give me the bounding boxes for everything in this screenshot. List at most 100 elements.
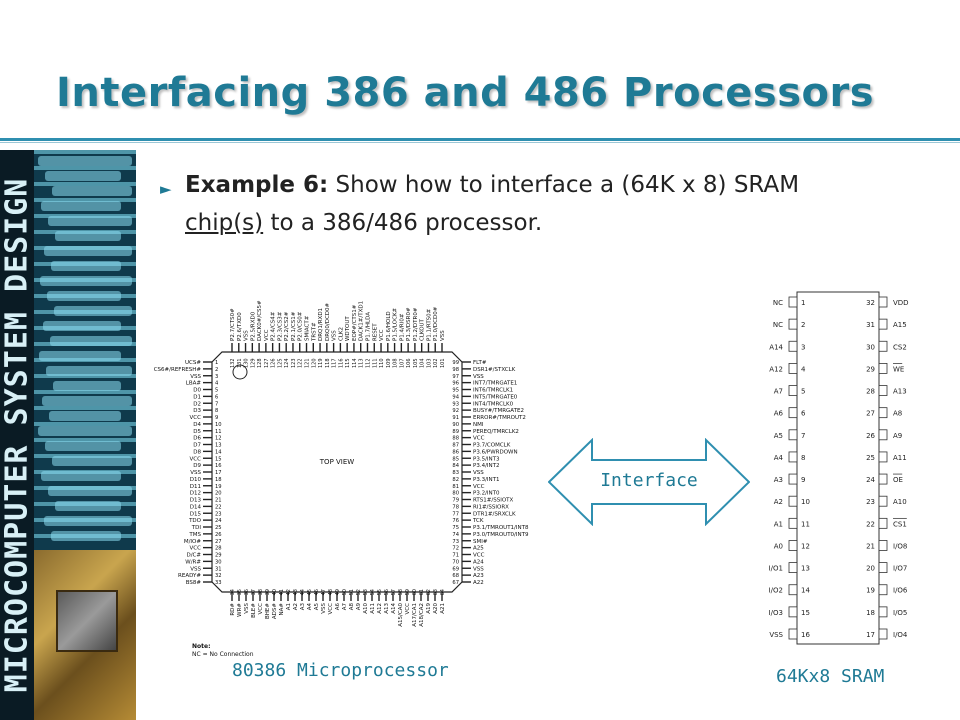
processor-pin-number: 76 <box>452 518 459 524</box>
code-pattern-row <box>51 261 121 271</box>
processor-pin-name: W/R# <box>185 559 201 565</box>
sram-pin-pad <box>878 606 888 618</box>
processor-pin-number: 90 <box>452 422 459 428</box>
processor-body <box>211 351 463 593</box>
code-pattern-row <box>53 381 121 391</box>
bullet-bold: Example 6: <box>185 172 329 198</box>
processor-pin-name: A6 <box>335 603 341 611</box>
sram-pin-pad <box>788 429 798 441</box>
processor-pin-number: 3 <box>215 374 218 380</box>
processor-pin-number: 78 <box>452 504 459 510</box>
sram-pin-pad <box>788 473 798 485</box>
processor-pin-name: VSS <box>332 330 338 341</box>
processor-pin-name: P3.3/INT1 <box>473 477 500 483</box>
sram-pin-name: I/O3 <box>769 609 783 617</box>
processor-pin-number: 96 <box>452 381 459 387</box>
sram-pin-number: 23 <box>866 498 875 506</box>
processor-pin-name: VSS <box>473 374 484 380</box>
processor-pin-name: A20 <box>433 603 439 614</box>
processor-pin-number: 31 <box>215 566 222 572</box>
processor-pin-name: A10 <box>363 603 369 614</box>
processor-pin-name: D6 <box>193 436 201 442</box>
processor-pin-name: DTR1#/SRXCLK <box>473 511 516 517</box>
processor-pin-number: 104 <box>420 358 426 368</box>
chip-photo-image <box>34 550 136 720</box>
processor-pin-number: 39 <box>265 589 271 595</box>
processor-pin-name: D2 <box>193 401 201 407</box>
top-view-label: TOP VIEW <box>319 458 355 466</box>
sram-pin-name: I/O1 <box>769 565 783 573</box>
sram-pin-number: 14 <box>801 587 810 595</box>
sram-pin-name: A12 <box>769 365 783 373</box>
processor-pin-number: 54 <box>370 589 376 595</box>
processor-pin-name: P1.1/RTS0# <box>426 308 432 341</box>
processor-pin-name: A9 <box>356 603 362 611</box>
processor-pin-number: 26 <box>215 532 222 538</box>
processor-pin-number: 42 <box>286 589 292 595</box>
processor-pin-number: 16 <box>215 463 222 469</box>
sram-pin-pad <box>878 584 888 596</box>
processor-pin-number: 53 <box>363 589 369 595</box>
sram-pin-name: A3 <box>774 476 783 484</box>
processor-pin-number: 63 <box>433 589 439 595</box>
processor-pin-name: A18/CA2 <box>419 603 425 627</box>
processor-pin-name: VCC <box>258 603 264 615</box>
processor-pin-name: VCC <box>190 456 202 462</box>
processor-pin-name: A15/CA0 <box>398 603 404 627</box>
processor-pin-number: 71 <box>452 553 459 559</box>
sram-pin-number: 32 <box>866 299 875 307</box>
sram-pin-pad <box>878 517 888 529</box>
processor-pin-name: VCC <box>379 329 385 341</box>
processor-pin-name: ADS# <box>272 603 278 619</box>
sram-pin-number: 27 <box>866 410 875 418</box>
processor-pin-name: A3 <box>300 603 306 611</box>
processor-pin-name: SMIACT# <box>305 315 311 341</box>
processor-pin-number: 70 <box>452 559 459 565</box>
code-pattern-row <box>40 276 132 286</box>
processor-pin-name: SMI# <box>473 539 488 545</box>
processor-pin-name: A11 <box>370 603 376 614</box>
processor-pin-number: 98 <box>452 367 459 373</box>
sram-pin-pad <box>878 429 888 441</box>
processor-pin-name: CS6#/REFRESH# <box>154 367 202 373</box>
processor-pin-number: 41 <box>279 589 285 595</box>
sram-pin-number: 16 <box>801 631 810 639</box>
processor-pin-name: EOP#/CTS1# <box>352 304 358 341</box>
processor-pin-number: 69 <box>452 566 459 572</box>
processor-pin-number: 23 <box>215 511 222 517</box>
processor-pin-name: WR# <box>237 603 243 617</box>
sram-pin-name: I/O4 <box>893 631 908 639</box>
code-pattern-row <box>43 321 121 331</box>
sram-pin-name: A7 <box>774 388 783 396</box>
processor-pin-name: P1.0/DCD0# <box>433 306 439 341</box>
processor-pin-name: P1.4/RI0# <box>399 313 405 341</box>
processor-pin-name: P3.6/PWRDOWN <box>473 449 518 455</box>
sram-pin-name: I/O7 <box>893 565 907 573</box>
processor-pin-number: 122 <box>298 358 304 368</box>
processor-pin-number: 28 <box>215 546 222 552</box>
sram-pin-name: NC <box>773 321 783 329</box>
processor-pin-number: 33 <box>215 580 222 586</box>
processor-pin-number: 115 <box>345 358 351 368</box>
processor-pin-name: RESET <box>372 323 378 341</box>
sram-pin-pad <box>878 628 888 640</box>
processor-pin-name: A2 <box>293 603 299 610</box>
processor-pin-name: TRST# <box>311 322 317 342</box>
sram-pin-number: 11 <box>801 520 810 528</box>
sram-pin-pad <box>878 407 888 419</box>
sram-pin-name: A1 <box>774 520 783 528</box>
bullet-text-before: Show how to interface a (64K x 8) SRAM <box>328 172 800 198</box>
code-pattern-row <box>38 156 132 166</box>
processor-pin-number: 81 <box>452 484 459 490</box>
processor-pin-name: VSS <box>244 602 250 613</box>
code-pattern-row <box>38 426 132 436</box>
processor-pin-name: D8 <box>193 449 201 455</box>
code-pattern-row <box>50 336 132 346</box>
processor-pin-name: VCC <box>264 329 270 341</box>
processor-pin-name: VSS <box>473 470 484 476</box>
bullet-text-after: to a 386/486 processor. <box>263 210 543 236</box>
sram-pin-number: 1 <box>801 299 805 307</box>
processor-pin-number: 68 <box>452 573 459 579</box>
sram-pin-name: A4 <box>774 454 784 462</box>
sram-pin-number: 18 <box>866 609 875 617</box>
